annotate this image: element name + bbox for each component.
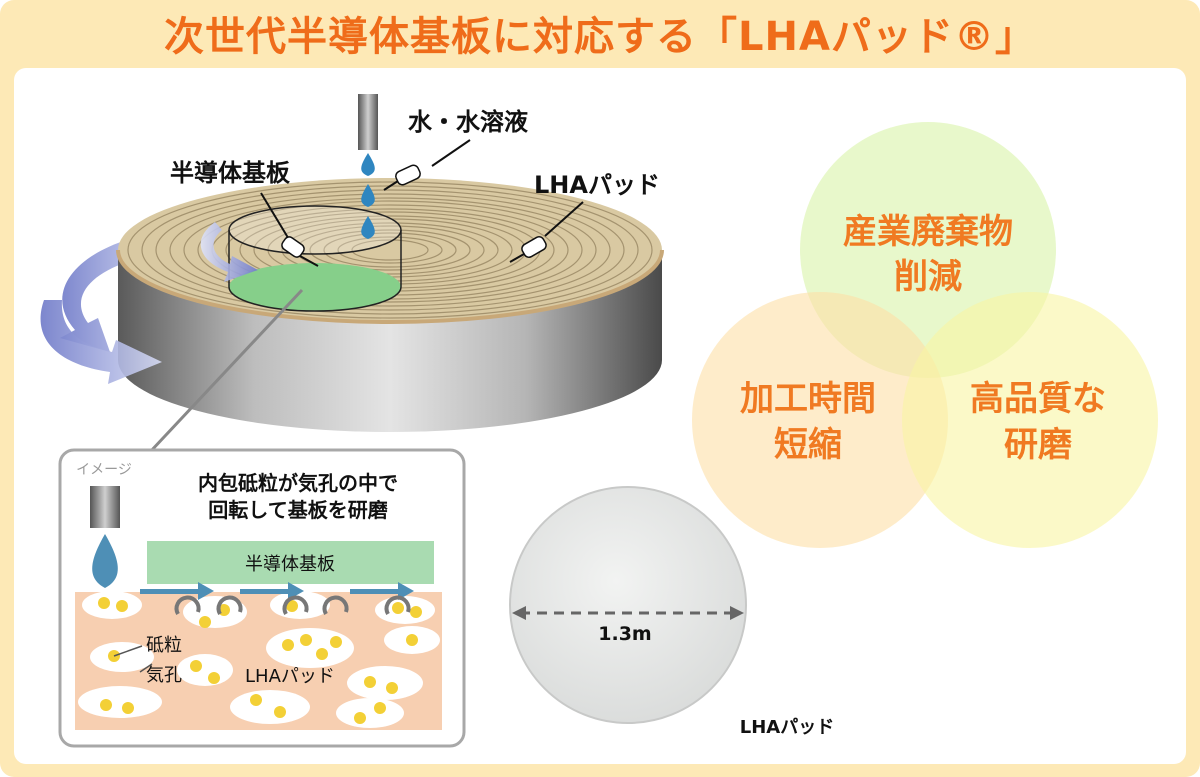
venn-top-line1: 産業廃棄物 xyxy=(843,212,1013,252)
venn-diagram: 産業廃棄物 削減 加工時間 短縮 高品質な 研磨 xyxy=(692,122,1158,548)
photo-caption: LHAパッド xyxy=(740,717,834,738)
venn-left-line1: 加工時間 xyxy=(740,379,876,419)
venn-circle-right xyxy=(902,292,1158,548)
water-nozzle xyxy=(358,94,378,150)
detail-nozzle xyxy=(90,486,120,528)
detail-heading-line2: 回転して基板を研磨 xyxy=(208,498,387,522)
venn-right-line2: 研磨 xyxy=(1004,425,1072,465)
venn-left-line2: 短縮 xyxy=(774,425,842,465)
photo-dimension: 1.3m xyxy=(598,623,651,645)
label-lha-pad: LHAパッド xyxy=(534,171,660,199)
abrasive-label: 砥粒 xyxy=(146,635,182,656)
detail-pad-label: LHAパッド xyxy=(245,666,335,687)
venn-right-line1: 高品質な xyxy=(970,379,1106,419)
venn-top-line2: 削減 xyxy=(894,257,962,297)
detail-substrate-label: 半導体基板 xyxy=(245,554,335,575)
detail-inset: イメージ 内包砥粒が気孔の中で 回転して基板を研磨 半導体基板 xyxy=(60,450,464,746)
pore-label: 気孔 xyxy=(146,665,182,686)
detail-heading-line1: 内包砥粒が気孔の中で xyxy=(198,471,398,495)
pad-machine-illustration: 水・水溶液 半導体基板 LHAパッド xyxy=(41,94,662,452)
label-water: 水・水溶液 xyxy=(408,108,528,136)
label-substrate: 半導体基板 xyxy=(170,159,291,187)
water-drop-1 xyxy=(361,153,375,176)
image-tag: イメージ xyxy=(76,462,132,478)
